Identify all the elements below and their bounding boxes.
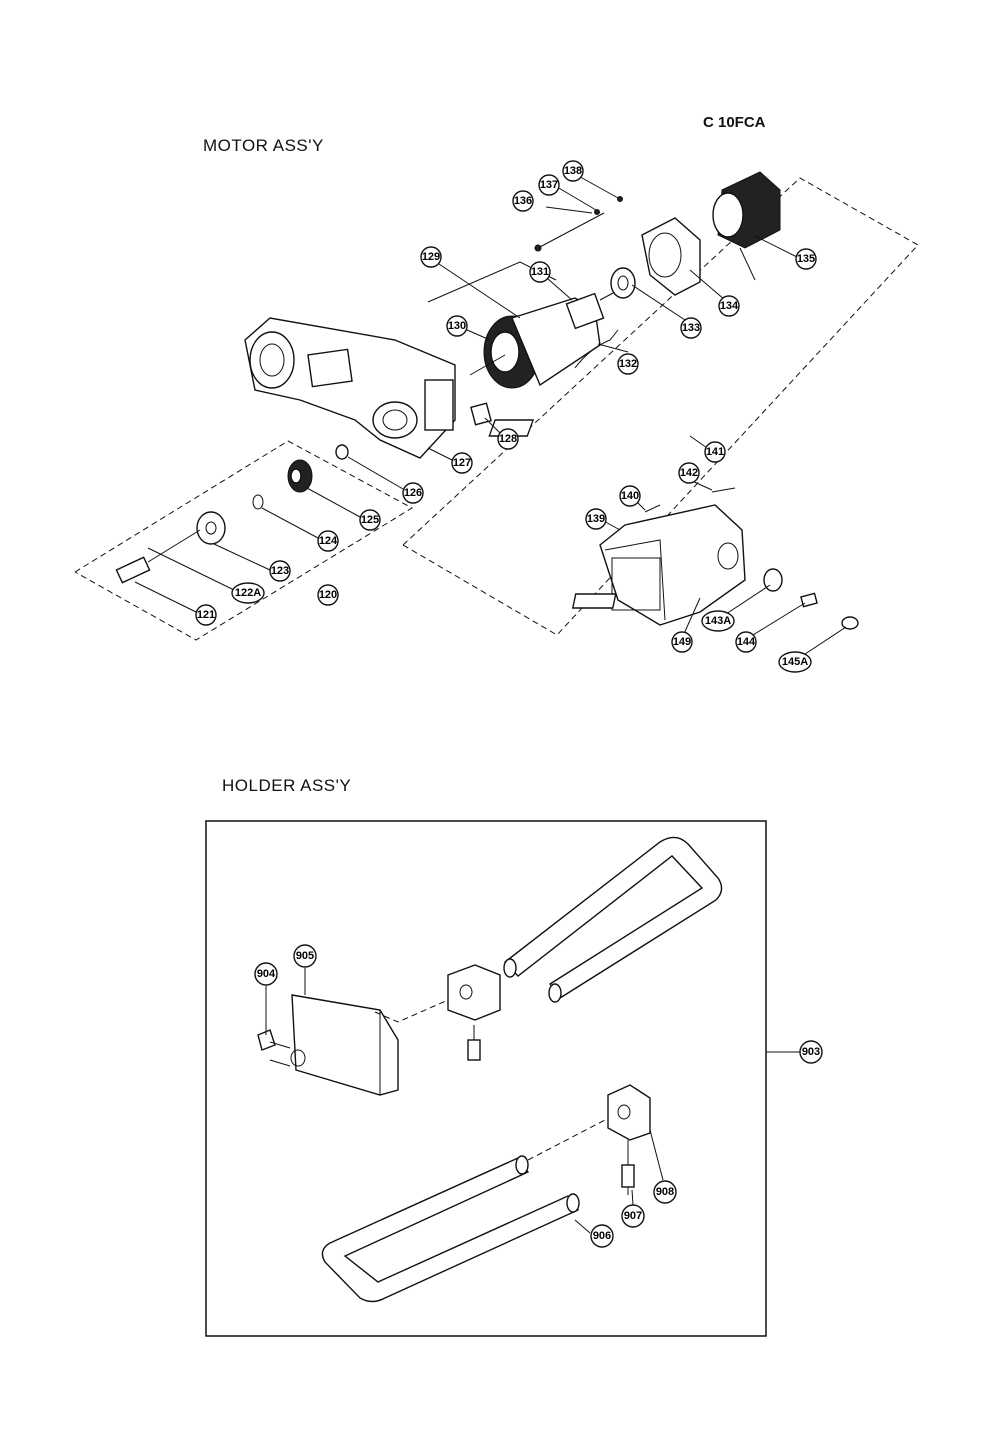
callout-141: 141 (704, 441, 726, 463)
pin-142-shape (711, 487, 736, 493)
motor-housing-139 (599, 504, 746, 626)
svg-text:126: 126 (404, 487, 422, 499)
svg-text:124: 124 (319, 535, 338, 547)
svg-text:141: 141 (706, 446, 724, 458)
carbon-brush-144-shape (800, 592, 818, 608)
callout-907: 907 (621, 1204, 645, 1228)
svg-text:132: 132 (619, 358, 637, 370)
svg-text:127: 127 (453, 457, 471, 469)
ring-124-shape (252, 494, 264, 510)
screw-140-shape (644, 504, 661, 513)
svg-text:137: 137 (540, 179, 558, 191)
callout-124: 124 (317, 530, 339, 552)
stator-135 (712, 171, 781, 281)
callout-142: 142 (678, 462, 700, 484)
wire-132-shape (574, 329, 619, 369)
svg-text:123: 123 (271, 565, 289, 577)
motor-assembly-title: MOTOR ASS'Y (203, 136, 324, 155)
svg-text:138: 138 (564, 165, 582, 177)
callout-122A: 122A (231, 582, 265, 604)
model-code: C 10FCA (703, 114, 766, 131)
svg-text:128: 128 (499, 433, 517, 445)
motor-assembly-drawing (74, 171, 919, 661)
callout-129: 129 (420, 246, 442, 268)
callout-120: 120 (317, 584, 339, 606)
svg-text:134: 134 (720, 300, 739, 312)
svg-text:149: 149 (673, 636, 691, 648)
svg-text:131: 131 (531, 266, 549, 278)
brush-cap-145A-shape (841, 616, 859, 630)
svg-text:139: 139 (587, 513, 605, 525)
callout-908: 908 (653, 1180, 677, 1204)
holder-assembly-frame (205, 820, 767, 1337)
callout-905: 905 (293, 944, 317, 968)
label-149-shape (571, 593, 617, 609)
callout-143A: 143A (701, 610, 735, 632)
callout-149: 149 (671, 631, 693, 653)
svg-text:136: 136 (514, 195, 532, 207)
callout-138: 138 (562, 160, 584, 182)
callout-144: 144 (735, 631, 757, 653)
holder-assembly-title: HOLDER ASS'Y (222, 776, 352, 795)
gear-group-outline (74, 440, 414, 641)
callout-145A: 145A (778, 651, 812, 673)
callout-126: 126 (402, 482, 424, 504)
svg-text:121: 121 (197, 609, 215, 621)
bearing-123-shape (196, 511, 226, 545)
screw-136-shape (537, 212, 605, 249)
svg-text:133: 133 (682, 322, 700, 334)
gear-housing-127 (244, 317, 456, 459)
svg-text:142: 142 (680, 467, 698, 479)
callout-137: 137 (538, 174, 560, 196)
svg-text:908: 908 (656, 1186, 674, 1198)
washer-137-shape (594, 209, 600, 215)
fan-guide-134 (641, 217, 701, 296)
callout-131: 131 (529, 261, 551, 283)
spindle-121-shape (115, 556, 151, 584)
svg-text:130: 130 (448, 320, 466, 332)
bearing-133-shape (610, 267, 636, 299)
svg-text:140: 140 (621, 490, 639, 502)
callout-135: 135 (795, 248, 817, 270)
svg-text:905: 905 (296, 950, 314, 962)
svg-text:144: 144 (737, 636, 756, 648)
armature-130 (469, 291, 616, 389)
svg-text:904: 904 (257, 968, 276, 980)
svg-text:906: 906 (593, 1230, 611, 1242)
washer-138-shape (617, 196, 623, 202)
callout-906: 906 (590, 1224, 614, 1248)
svg-text:143A: 143A (705, 615, 731, 627)
callout-132: 132 (617, 353, 639, 375)
callout-127: 127 (451, 452, 473, 474)
svg-text:120: 120 (319, 589, 337, 601)
callout-139: 139 (585, 508, 607, 530)
callout-121: 121 (195, 604, 217, 626)
callout-128: 128 (497, 428, 519, 450)
stator-housing-group-outline (402, 177, 919, 636)
svg-text:903: 903 (802, 1046, 820, 1058)
callout-123: 123 (269, 560, 291, 582)
svg-text:135: 135 (797, 253, 815, 265)
svg-text:145A: 145A (782, 656, 808, 668)
callout-904: 904 (254, 962, 278, 986)
svg-text:125: 125 (361, 514, 379, 526)
callout-130: 130 (446, 315, 468, 337)
svg-text:907: 907 (624, 1210, 642, 1222)
callout-125: 125 (359, 509, 381, 531)
callout-140: 140 (619, 485, 641, 507)
svg-text:129: 129 (422, 251, 440, 263)
callout-133: 133 (680, 317, 702, 339)
bushing-126-shape (335, 444, 349, 460)
callout-134: 134 (718, 295, 740, 317)
svg-text:122A: 122A (235, 587, 261, 599)
callout-136: 136 (512, 190, 534, 212)
holder-assembly-drawing (257, 836, 800, 1303)
callout-903: 903 (799, 1040, 823, 1064)
